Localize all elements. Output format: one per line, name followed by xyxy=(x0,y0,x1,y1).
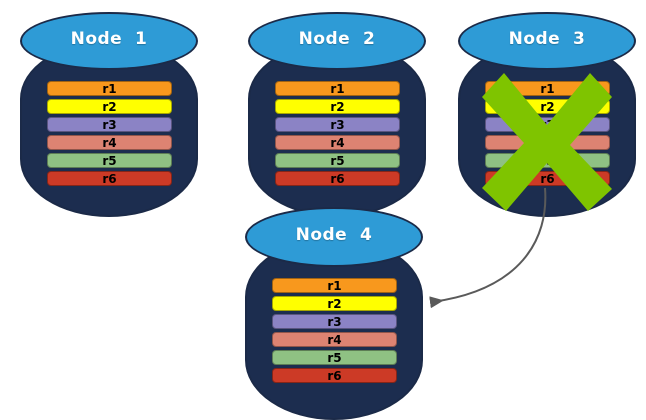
table-row-label: r4 xyxy=(330,135,345,150)
table-row-label: r2 xyxy=(327,296,342,311)
table-row-label: r6 xyxy=(102,171,117,186)
replication-arrow xyxy=(429,187,547,309)
node-1[interactable]: Node 1 r1 r2 r3 r4 r5 r6 xyxy=(20,12,198,217)
table-row-label: r4 xyxy=(102,135,117,150)
node-1-title: Node 1 xyxy=(70,29,148,49)
node-2-rows: r1 r2 r3 r4 r5 r6 xyxy=(275,81,400,186)
node-4[interactable]: Node 4 r1 r2 r3 r4 r5 r6 xyxy=(245,207,423,420)
table-row[interactable]: r5 xyxy=(47,153,172,168)
node-1-top-cap xyxy=(20,12,198,70)
table-row-label: r2 xyxy=(330,99,345,114)
table-row[interactable]: r6 xyxy=(272,368,397,383)
table-row-label: r3 xyxy=(327,314,342,329)
table-row-label: r5 xyxy=(102,153,117,168)
table-row[interactable]: r4 xyxy=(272,332,397,347)
table-row[interactable]: r6 xyxy=(47,171,172,186)
table-row[interactable]: r5 xyxy=(275,153,400,168)
node-2[interactable]: Node 2 r1 r2 r3 r4 r5 r6 xyxy=(248,12,426,217)
table-row[interactable]: r5 xyxy=(272,350,397,365)
table-row-label: r6 xyxy=(327,368,342,383)
node-1-rows: r1 r2 r3 r4 r5 r6 xyxy=(47,81,172,186)
table-row[interactable]: r3 xyxy=(275,117,400,132)
table-row[interactable]: r4 xyxy=(275,135,400,150)
table-row[interactable]: r2 xyxy=(275,99,400,114)
node-4-rows: r1 r2 r3 r4 r5 r6 xyxy=(272,278,397,383)
table-row-label: r6 xyxy=(330,171,345,186)
table-row[interactable]: r2 xyxy=(272,296,397,311)
replication-arrow-path xyxy=(429,187,547,309)
table-row-label: r3 xyxy=(102,117,117,132)
table-row[interactable]: r2 xyxy=(47,99,172,114)
table-row-label: r5 xyxy=(327,350,342,365)
table-row-label: r4 xyxy=(327,332,342,347)
node-2-top-cap xyxy=(248,12,426,70)
node-4-title: Node 4 xyxy=(295,225,373,245)
table-row-label: r3 xyxy=(330,117,345,132)
node-3-title: Node 3 xyxy=(508,29,586,49)
node-3-top-cap xyxy=(458,12,636,70)
table-row-label: r2 xyxy=(102,99,117,114)
table-row[interactable]: r4 xyxy=(47,135,172,150)
node-2-title: Node 2 xyxy=(298,29,376,49)
table-row-label: r1 xyxy=(330,81,345,96)
table-row[interactable]: r3 xyxy=(47,117,172,132)
table-row[interactable]: r1 xyxy=(47,81,172,96)
table-row[interactable]: r3 xyxy=(272,314,397,329)
table-row[interactable]: r6 xyxy=(275,171,400,186)
table-row[interactable]: r1 xyxy=(272,278,397,293)
node-4-top-cap xyxy=(245,207,423,267)
table-row-label: r1 xyxy=(102,81,117,96)
table-row-label: r5 xyxy=(330,153,345,168)
table-row[interactable]: r1 xyxy=(275,81,400,96)
table-row-label: r1 xyxy=(327,278,342,293)
